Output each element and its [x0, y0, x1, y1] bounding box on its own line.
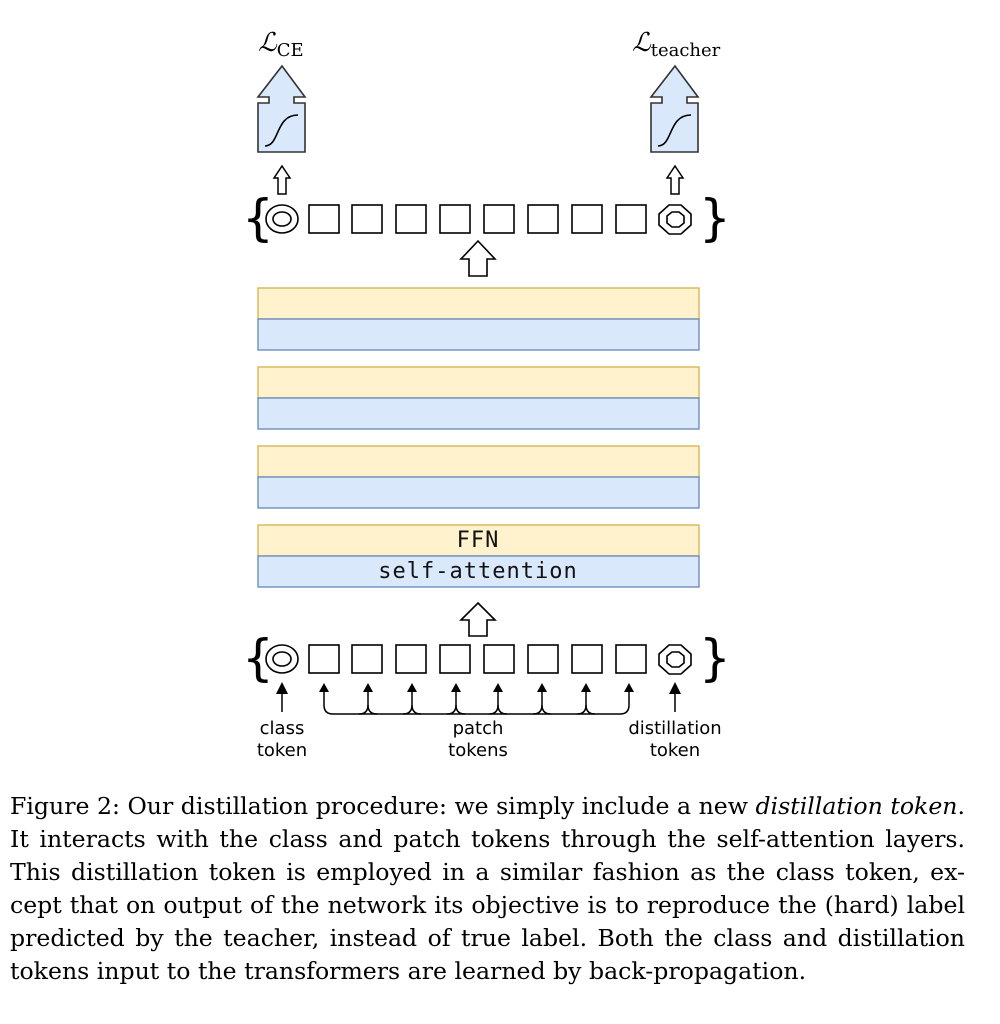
loss-ce-label: ℒCE: [258, 28, 304, 61]
distillation-diagram: ℒCE ℒteacher { }: [242, 28, 731, 761]
transformer-layer-labeled: FFN self-attention: [257, 524, 700, 588]
output-token-row: { }: [242, 189, 731, 247]
distillation-output-arrow: [665, 164, 685, 195]
loss-teacher-arrow: [649, 64, 700, 153]
distillation-token-label-line2: token: [650, 740, 700, 761]
input-distillation-token: [658, 644, 692, 675]
self-attention-block: [257, 555, 700, 588]
output-distillation-token: [658, 204, 692, 235]
output-patch-token: [308, 204, 340, 234]
patch-tokens-bracket: [323, 688, 630, 715]
input-patch-token: [571, 644, 603, 674]
caption-prefix: Figure 2: Our distillation procedure: we…: [10, 792, 756, 820]
output-patch-token: [483, 204, 515, 234]
patch-arrowheads: [319, 683, 634, 692]
patch-tokens-label-line2: tokens: [448, 740, 508, 761]
transformer-output-arrow: [459, 239, 497, 277]
loss-ce-arrow: [256, 64, 307, 153]
output-patch-token: [351, 204, 383, 234]
output-right-brace: }: [699, 189, 731, 247]
output-patch-token: [439, 204, 471, 234]
input-patch-token: [395, 644, 427, 674]
input-class-token: [265, 644, 299, 674]
transformer-input-arrow: [459, 601, 497, 637]
transformer-layer: [257, 445, 700, 509]
ffn-label: FFN: [457, 528, 500, 553]
caption-suffix: . It interacts with the class and patch …: [10, 792, 965, 985]
input-patch-token: [351, 644, 383, 674]
figure-caption: Figure 2: Our distillation procedure: we…: [10, 790, 965, 988]
class-token-label-line1: class: [260, 718, 305, 739]
transformer-layer: [257, 366, 700, 430]
transformer-layer: [257, 287, 700, 351]
output-patch-token: [395, 204, 427, 234]
input-patch-token: [483, 644, 515, 674]
output-patch-token: [615, 204, 647, 234]
caption-emphasis: distillation token: [755, 792, 958, 820]
output-patch-token: [571, 204, 603, 234]
patch-tokens-label-line1: patch: [453, 718, 504, 739]
input-token-row: { }: [242, 629, 731, 687]
input-right-brace: }: [699, 629, 731, 687]
output-patch-token: [527, 204, 559, 234]
input-patch-token: [527, 644, 559, 674]
input-patch-token: [308, 644, 340, 674]
input-patch-token: [615, 644, 647, 674]
class-token-label-line2: token: [257, 740, 307, 761]
output-class-token: [265, 204, 299, 234]
self-attention-label: self-attention: [378, 559, 577, 584]
loss-teacher-label: ℒteacher: [632, 28, 721, 61]
input-patch-token: [439, 644, 471, 674]
distillation-token-label-line1: distillation: [628, 718, 721, 739]
class-output-arrow: [272, 164, 292, 195]
